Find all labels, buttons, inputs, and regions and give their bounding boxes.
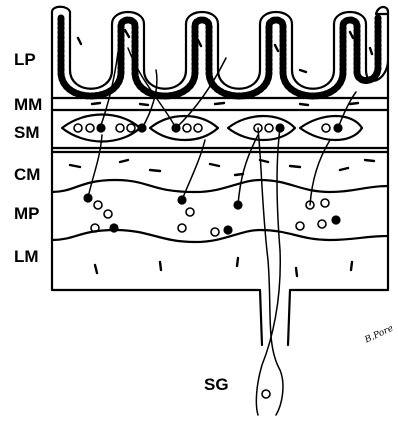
muscle-nucleus (120, 160, 128, 162)
nerve-fibre (310, 140, 330, 205)
muscle-nucleus (70, 165, 80, 167)
lp-cell (275, 45, 278, 51)
muscle-nucleus (290, 166, 300, 167)
neuron-open (183, 124, 191, 132)
label-lp: LP (14, 50, 36, 69)
muscle-nucleus (92, 103, 100, 104)
muscle-nucleus (95, 265, 97, 273)
neuron-open (116, 124, 124, 132)
neuron-open (318, 220, 326, 228)
neuron-filled (223, 225, 232, 234)
neuron-open (178, 224, 186, 232)
muscle-nucleus (237, 258, 238, 266)
epithelium (61, 18, 378, 96)
muscle-nucleus (296, 268, 297, 276)
neuron-open (321, 199, 329, 207)
mp-top-boundary (52, 180, 388, 192)
lp-cell (125, 30, 129, 37)
muscle-nucleus (210, 164, 219, 166)
lp-cell (300, 70, 306, 72)
lp-cell (370, 48, 372, 54)
nerve-fibre (88, 135, 102, 198)
label-sm: SM (14, 123, 40, 142)
neuron-open (86, 124, 94, 132)
muscle-nucleus (150, 170, 160, 171)
muscle-nucleus (340, 168, 348, 170)
nerve-fibre (258, 128, 283, 415)
neuron-open (296, 222, 304, 230)
artist-signature: B.Pore (363, 324, 396, 346)
label-sg: SG (204, 375, 229, 394)
wall-outline (52, 7, 388, 345)
label-mp: MP (14, 204, 40, 223)
muscle-nucleus (365, 160, 374, 161)
lp-cell (78, 38, 81, 44)
lp-cell (350, 32, 353, 38)
sympathetic-neuron (262, 390, 270, 398)
label-cm: CM (14, 165, 40, 184)
neuron-open (127, 124, 135, 132)
muscle-nucleus (300, 104, 308, 105)
mp-bottom-boundary (52, 230, 388, 242)
muscle-nucleus (351, 262, 352, 270)
neuron-filled (109, 223, 118, 232)
neuron-open (104, 210, 112, 218)
neuron-open (194, 124, 202, 132)
neuron-open (74, 124, 82, 132)
muscle-nucleus (160, 262, 161, 270)
muscle-nucleus (350, 103, 358, 104)
neuron-open (265, 124, 273, 132)
neuron-open (94, 201, 102, 209)
neuron-open (211, 228, 219, 236)
muscle-nucleus (235, 174, 243, 175)
neuron-open (186, 208, 194, 216)
muscle-nucleus (140, 104, 148, 105)
neuron-filled (331, 215, 340, 224)
neuron-open (322, 124, 330, 132)
submucosal-ganglion (300, 116, 362, 140)
label-mm: MM (14, 95, 42, 114)
muscle-nucleus (215, 103, 224, 104)
lp-cell (210, 86, 218, 87)
label-lm: LM (14, 247, 39, 266)
nerve-fibre (238, 135, 258, 205)
